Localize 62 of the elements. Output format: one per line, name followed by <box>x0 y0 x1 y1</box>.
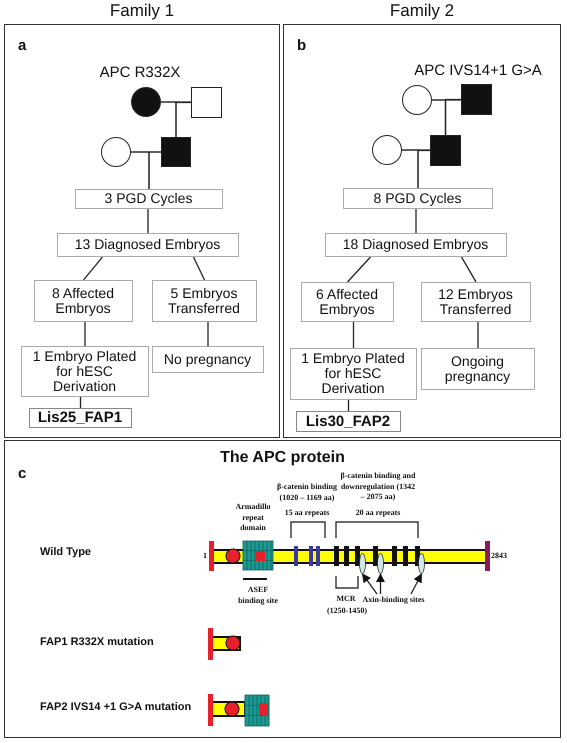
domain-label: Armadillo repeat domain <box>234 502 272 534</box>
female-symbol <box>100 136 130 166</box>
process-box: 8 Affected Embryos <box>34 280 132 322</box>
row-label: FAP2 IVS14 +1 G>A mutation <box>40 701 192 713</box>
process-box: 12 Embryos Transferred <box>420 282 530 322</box>
connector-line <box>148 151 161 189</box>
process-box: 3 PGD Cycles <box>74 188 222 208</box>
position-label: 2843 <box>491 551 508 562</box>
process-box: Ongoing pregnancy <box>420 348 534 390</box>
connector-line <box>477 322 479 348</box>
repeat-label: 20 aa repeats <box>354 508 402 518</box>
mutation-label: APC R332X <box>98 64 182 81</box>
connector-line <box>347 256 371 282</box>
female-symbol <box>372 134 402 164</box>
position-label: 1 <box>202 551 208 562</box>
process-box: 5 Embryos Transferred <box>152 280 256 322</box>
female-symbol <box>402 84 432 114</box>
panel-heading: The APC protein <box>220 449 345 467</box>
connector-line <box>352 322 354 348</box>
panel-heading: Family 1 <box>108 1 176 21</box>
process-box: No pregnancy <box>152 346 264 372</box>
site-label: ASEF binding site <box>237 585 279 606</box>
region-label: MCR <box>335 594 357 604</box>
process-box: 8 PGD Cycles <box>342 188 492 208</box>
panel-heading: Family 2 <box>388 1 456 21</box>
panel-letter: c <box>18 465 26 482</box>
connector-line <box>175 102 191 137</box>
connector-line <box>84 322 86 346</box>
panel-letter: a <box>18 37 26 54</box>
affected-male-symbol <box>160 136 190 166</box>
domain-label: β-catenin binding and downregulation (1342 – 2075 aa) <box>340 471 416 502</box>
row-label: FAP1 R332X mutation <box>40 636 155 648</box>
connector-line <box>460 256 477 282</box>
repeat-label: 15 aa repeats <box>284 508 330 518</box>
connector-line <box>444 98 461 135</box>
connector-line <box>417 150 430 188</box>
affected-male-symbol <box>430 134 460 166</box>
mutation-label: APC IVS14+1 G>A <box>413 62 543 79</box>
panel-frame <box>4 440 561 738</box>
connector-line <box>348 400 350 411</box>
affected-female-symbol <box>130 86 160 116</box>
row-label: Wild Type <box>40 546 92 558</box>
affected-male-symbol <box>460 84 492 114</box>
region-label: (1250-1450) <box>326 606 368 616</box>
process-box: 13 Diagnosed Embryos <box>56 232 238 256</box>
process-box: 1 Embryo Plated for hESC Derivation <box>290 348 416 400</box>
connector-line <box>192 256 206 280</box>
process-box: 18 Diagnosed Embryos <box>324 232 506 256</box>
leader-arrow <box>410 573 422 594</box>
process-box: 6 Affected Embryos <box>300 282 394 322</box>
panel-letter: b <box>297 37 306 54</box>
domain-label: β-catenin binding (1020 – 1169 aa) <box>276 482 338 503</box>
site-label: Axin-binding sites <box>360 594 428 606</box>
process-box: 1 Embryo Plated for hESC Derivation <box>20 346 148 396</box>
leader-arrow <box>362 573 378 594</box>
connector-line <box>207 322 209 346</box>
connector-line <box>147 209 149 233</box>
connector-line <box>415 209 417 233</box>
leader-arrow <box>376 573 386 594</box>
connector-line <box>83 256 103 280</box>
connector-line <box>80 397 82 408</box>
male-symbol <box>190 86 222 118</box>
